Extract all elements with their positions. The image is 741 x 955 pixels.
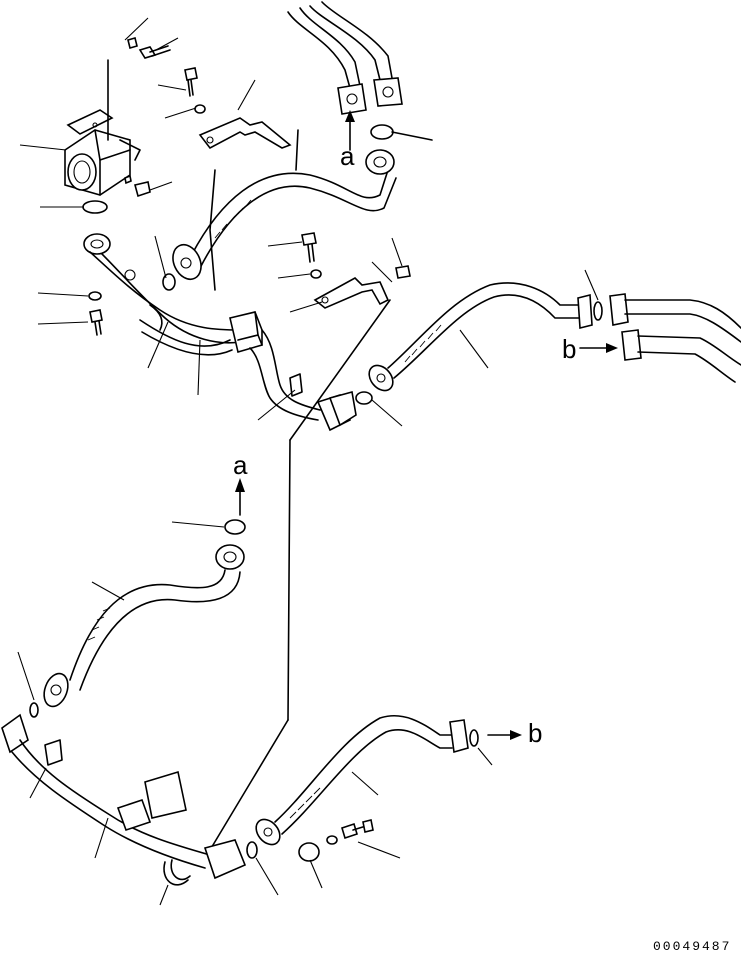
hose-assembly-lower-right — [255, 714, 479, 862]
callout-b-right-label: b — [562, 334, 576, 364]
callout-a-top: a — [340, 110, 355, 171]
valve-block-assembly — [64, 59, 141, 196]
washer-and-bolt-set-1 — [82, 37, 206, 214]
steel-pipe-with-clamp-upper — [83, 233, 357, 432]
callout-b-right: b — [562, 334, 618, 364]
callout-b-bottom: b — [487, 718, 542, 748]
washer-and-bolt-set-2 — [209, 232, 411, 851]
hose-assembly-upper-left — [172, 129, 397, 281]
drawing-number: 00049487 — [653, 939, 731, 954]
leader-lines — [17, 17, 599, 906]
upper-hose-pair — [287, 1, 433, 141]
callout-a-middle-label: a — [233, 450, 248, 480]
steel-pipe-with-clamp-lower — [1, 713, 258, 886]
mounting-bracket-top — [198, 117, 292, 291]
hose-assembly-middle — [29, 544, 245, 718]
callout-a-middle: a — [224, 450, 248, 535]
callout-a-top-label: a — [340, 141, 355, 171]
callout-b-bottom-label: b — [528, 718, 542, 748]
hose-assembly-right — [355, 282, 741, 405]
